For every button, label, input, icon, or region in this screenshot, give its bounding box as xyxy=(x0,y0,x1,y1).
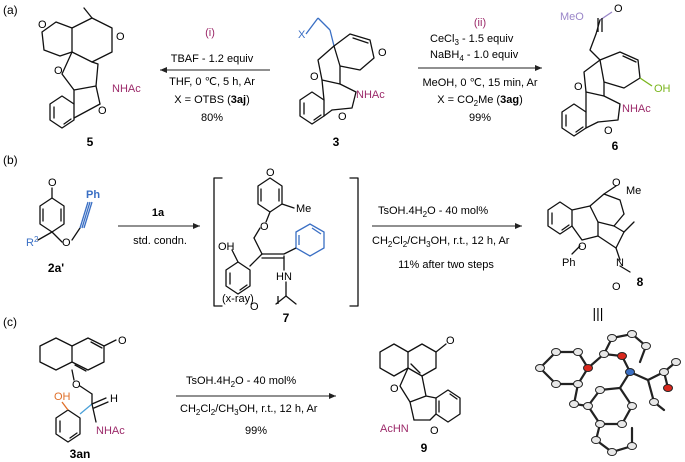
compound-8-me: Me xyxy=(626,185,641,197)
equivalence-mark: ||| xyxy=(593,305,604,321)
compound-6-label: 6 xyxy=(612,139,619,153)
reaction-i-conditions: THF, 0 ℃, 5 h, Ar xyxy=(169,76,255,88)
compound-6-furan-o: O xyxy=(604,125,613,137)
reaction-i-x: X = OTBS (3aj) xyxy=(174,94,250,106)
compound-5-label: 5 xyxy=(87,135,94,149)
compound-8-label: 8 xyxy=(637,275,644,289)
compound-3an-ketone-o: O xyxy=(118,335,127,347)
compound-9-ether-o: O xyxy=(390,383,399,395)
compound-6-oh: OH xyxy=(654,83,671,95)
compound-8-ketone-o: O xyxy=(612,177,621,189)
compound-5-ether-o1: O xyxy=(38,19,47,31)
compound-7-xray-note: (x-ray) xyxy=(222,293,254,305)
compound-7-label: 7 xyxy=(283,311,290,325)
compound-5-ether-o2: O xyxy=(54,65,63,77)
reaction-ii-x: X = CO2Me (3ag) xyxy=(437,94,522,108)
compound-3-x: X xyxy=(298,29,306,41)
bracket-left xyxy=(213,177,223,307)
compound-6-carbonyl-o: O xyxy=(614,3,623,15)
panel-b-solvent: CH2Cl2/CH3OH, r.t., 12 h, Ar xyxy=(372,235,510,249)
xray-atoms xyxy=(535,330,681,456)
compound-3-structure xyxy=(299,17,375,125)
panel-a-label: (a) xyxy=(3,3,18,17)
compound-2a-structure xyxy=(37,187,93,243)
compound-2a-r2: R2 xyxy=(26,235,39,249)
panel-c-acid: TsOH.4H2O - 40 mol% xyxy=(186,375,296,389)
compound-7-ether-o: O xyxy=(260,221,269,233)
compound-7-me: Me xyxy=(296,203,311,215)
compound-7-oh: OH xyxy=(218,241,235,253)
compound-6-meo: MeO xyxy=(560,11,584,23)
compound-3an-label: 3an xyxy=(70,447,91,461)
panel-c-yield: 99% xyxy=(245,425,267,437)
reaction-ii-conditions: MeOH, 0 ℃, 15 min, Ar xyxy=(422,77,537,89)
reaction-i-tag: (i) xyxy=(205,27,215,39)
compound-3-nhac: NHAc xyxy=(356,89,385,101)
compound-8-structure xyxy=(547,185,635,273)
panel-b-yield: 11% after two steps xyxy=(398,259,494,271)
compound-3-furan-o: O xyxy=(338,111,347,123)
compound-5-nhac: NHAc xyxy=(112,83,141,95)
compound-2a-ph: Ph xyxy=(86,189,100,201)
compound-8-ph: Ph xyxy=(562,257,575,269)
compound-2a-ketone-o: O xyxy=(48,177,57,189)
reaction-ii-yield: 99% xyxy=(469,112,491,124)
reaction-i-reagent: TBAF - 1.2 equiv xyxy=(171,53,254,65)
compound-9-label: 9 xyxy=(421,441,428,455)
panel-c-solvent: CH2Cl2/CH3OH, r.t., 12 h, Ar xyxy=(180,403,318,417)
compound-7-hn: HN xyxy=(276,271,292,283)
compound-5-furan-o: O xyxy=(98,105,107,117)
panel-b-acid: TsOH.4H2O - 40 mol% xyxy=(378,205,488,219)
compound-3-ketone-o: O xyxy=(378,47,387,59)
bracket-right xyxy=(349,177,359,307)
compound-7-structure xyxy=(225,177,297,305)
compound-3-ether-o: O xyxy=(310,71,319,83)
panel-b-reagent-1a: 1a xyxy=(152,207,165,219)
compound-8-ether-o: O xyxy=(578,241,587,253)
compound-5-ketone-o: O xyxy=(116,31,125,43)
compound-7-phenyl xyxy=(283,223,325,257)
compound-8-n: N xyxy=(616,257,624,269)
panel-b-label: (b) xyxy=(3,153,18,167)
reaction-i-yield: 80% xyxy=(201,112,223,124)
compound-5-structure xyxy=(41,7,113,129)
compound-6-ether-o: O xyxy=(574,81,583,93)
compound-9-furan-o: O xyxy=(430,425,439,437)
reaction-ii-reagent1: CeCl3 - 1.5 equiv xyxy=(430,33,514,47)
compound-3an-ether-o: O xyxy=(72,379,81,391)
reaction-ii-tag: (ii) xyxy=(474,17,486,29)
compound-3an-nhac: NHAc xyxy=(96,425,125,437)
compound-7-ketone-o: O xyxy=(266,167,275,179)
compound-7-amide-o: O xyxy=(250,301,259,313)
compound-3-label: 3 xyxy=(333,135,340,149)
compound-9-achn: AcHN xyxy=(380,423,409,435)
compound-8-amide-o: O xyxy=(612,281,621,293)
compound-9-structure xyxy=(379,343,461,423)
compound-3an-structure xyxy=(39,337,117,443)
compound-3an-oh: OH xyxy=(54,391,71,403)
panel-c-label: (c) xyxy=(3,315,17,329)
compound-2a-label: 2a' xyxy=(48,261,64,275)
reaction-ii-reagent2: NaBH4 - 1.0 equiv xyxy=(430,49,519,63)
compound-6-nhac: NHAc xyxy=(622,103,651,115)
compound-3an-h: H xyxy=(110,393,118,405)
compound-9-ketone-o: O xyxy=(446,335,455,347)
compound-6-structure xyxy=(561,11,653,137)
panel-b-std-condn: std. condn. xyxy=(133,235,187,247)
compound-2a-ether-o: O xyxy=(62,237,71,249)
